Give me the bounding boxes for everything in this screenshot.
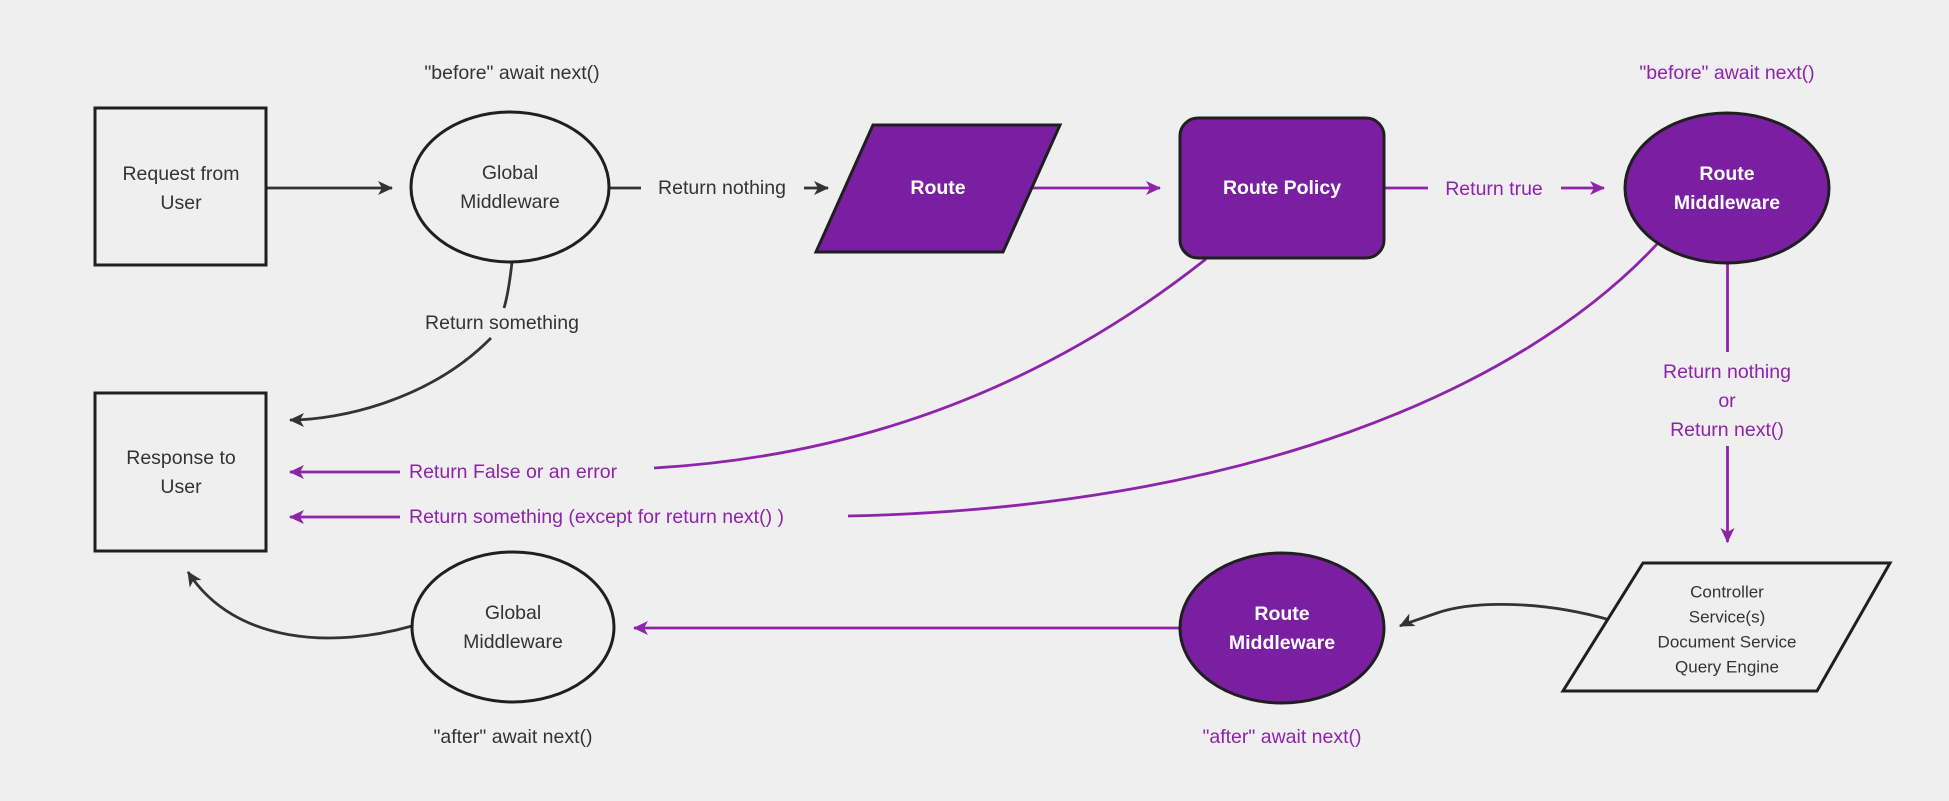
node-route [813,123,1063,254]
route-middleware-bottom-label-line1: Route [1254,603,1309,625]
label-return-nothing-or-line3: Return next() [1670,419,1784,441]
route-policy-label: Route Policy [1223,177,1341,199]
controller-label-line2: Service(s) [1689,608,1766,627]
label-return-something: Return something [425,312,579,334]
label-return-nothing-or-line1: Return nothing [1663,361,1791,383]
label-return-something-except: Return something (except for return next… [409,506,784,528]
route-middleware-bottom-label-line2: Middleware [1229,632,1335,654]
edge-global-something-arrow-segment [289,337,492,427]
edge-global-bottom-to-response [186,571,413,640]
route-label: Route [910,177,965,199]
label-return-true: Return true [1445,178,1543,200]
label-after-await-next-route: "after" await next() [1202,726,1361,748]
global-middleware-bottom-label-line1: Global [485,602,541,624]
node-global-middleware-top [409,110,611,264]
global-middleware-top-label-line2: Middleware [460,191,560,213]
edge-middleware-something-curve [847,242,1660,518]
global-middleware-top-label-line1: Global [482,162,538,184]
label-return-nothing-or-line2: or [1718,390,1736,412]
edge-controller-to-route-middleware-bottom [1399,603,1611,628]
controller-label-line3: Document Service [1658,633,1797,652]
node-route-policy [1178,116,1386,260]
route-middleware-top-label-line2: Middleware [1674,192,1780,214]
label-after-await-next-global: "after" await next() [433,726,592,748]
node-route-middleware-top [1623,111,1831,265]
response-label-line2: User [160,476,202,498]
controller-label-line4: Query Engine [1675,658,1779,677]
node-response-to-user [93,391,268,553]
label-before-await-next-route: "before" await next() [1639,62,1814,84]
node-route-middleware-bottom [1178,551,1386,705]
edge-policy-false-curve [653,257,1207,470]
node-controller-services [1560,561,1893,693]
label-return-nothing: Return nothing [658,177,786,199]
global-middleware-bottom-label-line2: Middleware [463,631,563,653]
edge-global-something-top-segment [502,261,514,309]
label-before-await-next-global: "before" await next() [424,62,599,84]
request-label-line2: User [160,192,202,214]
node-request-from-user [93,106,268,267]
node-global-middleware-bottom [410,550,616,704]
controller-label-line1: Controller [1690,583,1764,602]
request-label-line1: Request from [122,163,239,185]
response-label-line1: Response to [126,447,236,469]
label-return-false-or-error: Return False or an error [409,461,618,483]
route-middleware-top-label-line1: Route [1699,163,1754,185]
